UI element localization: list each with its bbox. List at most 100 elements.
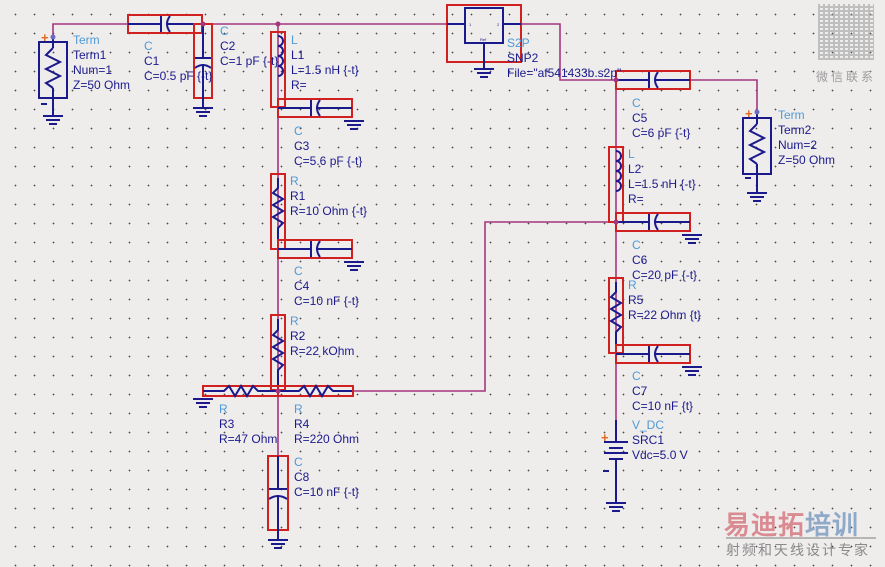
c4-param-0: C=10 nF {-t} <box>294 294 360 308</box>
r3-param-0: R=47 Ohm <box>219 432 278 446</box>
term1-param-0: Num=1 <box>73 63 113 77</box>
src1-symbol[interactable]: + <box>601 420 628 512</box>
l2-name: L2 <box>628 162 642 176</box>
c5-type: C <box>632 96 641 110</box>
snp2-ref-label: Ref <box>480 37 487 42</box>
term2-name: Term2 <box>778 123 812 137</box>
wire-c5-term2 <box>690 79 758 112</box>
term1-name: Term1 <box>73 48 107 62</box>
c3-type: C <box>294 124 303 138</box>
c3-symbol[interactable] <box>277 98 365 130</box>
l1-name: L1 <box>291 48 305 62</box>
plus-marker: + <box>41 30 49 45</box>
l2-type: L <box>628 147 635 161</box>
r4-name: R4 <box>294 417 310 431</box>
c6-label: C C6 C=20 pF {-t} <box>632 238 697 283</box>
wire-snp2-c5 <box>521 23 616 81</box>
l2-label: L L2 L=1.5 nH {-t} R= <box>628 147 696 207</box>
c1-label: C C1 C=0.5 pF {-t} <box>144 39 212 84</box>
r5-param-0: R=22 Ohm {t} <box>628 308 702 322</box>
snp2-name: SNP2 <box>507 51 539 65</box>
l1-label: L L1 L=1.5 nH {-t} R= <box>291 33 359 93</box>
wire-r4-right <box>352 221 616 392</box>
c4-label: C C4 C=10 nF {-t} <box>294 264 359 309</box>
c3-param-0: C=5.6 pF {-t} <box>294 154 363 168</box>
c8-symbol[interactable] <box>267 455 289 549</box>
l1-param-1: R= <box>291 78 307 92</box>
r2-param-0: R=22 kOhm <box>290 344 355 358</box>
r5-name: R5 <box>628 293 644 307</box>
c4-symbol[interactable] <box>277 239 365 271</box>
r1-name: R1 <box>290 189 306 203</box>
c8-type: C <box>294 455 303 469</box>
c8-label: C C8 C=10 nF {-t} <box>294 455 359 500</box>
c1-type: C <box>144 39 153 53</box>
c5-param-0: C=6 pF {-t} <box>632 126 691 140</box>
c6-name: C6 <box>632 253 648 267</box>
r5-type: R <box>628 278 637 292</box>
term1-param-1: Z=50 Ohm <box>73 78 131 92</box>
c2-symbol[interactable] <box>192 23 214 117</box>
c1-name: C1 <box>144 54 160 68</box>
c1-symbol[interactable] <box>127 14 203 34</box>
c2-label: C C2 C=1 pF {-t} <box>220 24 278 69</box>
r2-name: R2 <box>290 329 306 343</box>
c4-name: C4 <box>294 279 310 293</box>
c6-type: C <box>632 238 641 252</box>
r4-symbol[interactable] <box>277 384 354 398</box>
term1-symbol[interactable]: + <box>38 30 68 125</box>
l1-param-0: L=1.5 nH {-t} <box>291 63 359 77</box>
watermark-brand-part1: 易迪拓 <box>724 510 806 540</box>
r2-label: R R2 R=22 kOhm <box>290 314 354 359</box>
snp2-pin2-label: 2 <box>497 22 500 27</box>
src1-param-0: Vdc=5.0 V <box>632 448 688 462</box>
c7-label: C C7 C=10 nF {t} <box>632 369 693 414</box>
r1-label: R R1 R=10 Ohm {-t} <box>290 174 367 219</box>
snp2-symbol[interactable]: 1 2 Ref <box>446 4 522 78</box>
plus-marker: + <box>745 106 753 121</box>
c6-symbol[interactable] <box>615 212 703 244</box>
watermark-brand-part2: 培训 <box>805 510 860 540</box>
l1-type: L <box>291 33 298 47</box>
snp2-pin1-label: 1 <box>469 22 472 27</box>
term2-param-1: Z=50 Ohm <box>778 153 836 167</box>
term1-type: Term <box>73 33 100 47</box>
snp2-param-0: File="af541433b.s2p" <box>507 66 622 80</box>
c4-type: C <box>294 264 303 278</box>
c2-param-0: C=1 pF {-t} <box>220 54 279 68</box>
c1-param-0: C=0.5 pF {-t} <box>144 69 213 83</box>
term2-label: Term Term2 Num=2 Z=50 Ohm <box>778 108 835 168</box>
r4-label: R R4 R=220 Ohm <box>294 402 359 447</box>
c5-name: C5 <box>632 111 648 125</box>
r4-type: R <box>294 402 303 416</box>
junctions <box>50 21 760 394</box>
c2-type: C <box>220 24 229 38</box>
c2-name: C2 <box>220 39 236 53</box>
r4-param-0: R=220 Ohm <box>294 432 360 446</box>
qr-code-image <box>818 4 874 60</box>
c8-param-0: C=10 nF {-t} <box>294 485 360 499</box>
c3-label: C C3 C=5.6 pF {-t} <box>294 124 362 169</box>
r5-label: R R5 R=22 Ohm {t} <box>628 278 701 323</box>
c7-symbol[interactable] <box>615 344 703 376</box>
r1-type: R <box>290 174 299 188</box>
c5-symbol[interactable] <box>615 70 691 90</box>
src1-name: SRC1 <box>632 433 665 447</box>
l2-param-1: R= <box>628 192 644 206</box>
plus-marker: + <box>601 430 609 445</box>
watermark-divider <box>726 537 876 539</box>
qr-caption: 微信联系 <box>816 70 877 84</box>
term2-type: Term <box>778 108 805 122</box>
c7-param-0: C=10 nF {t} <box>632 399 694 413</box>
r3-type: R <box>219 402 228 416</box>
snp2-type: S2P <box>507 36 530 50</box>
c6-param-0: C=20 pF {-t} <box>632 268 698 282</box>
r3-label: R R3 R=47 Ohm <box>219 402 277 447</box>
src1-type: V_DC <box>632 418 665 432</box>
c8-name: C8 <box>294 470 310 484</box>
c7-type: C <box>632 369 641 383</box>
term2-symbol[interactable]: + <box>742 106 772 202</box>
term1-label: Term Term1 Num=1 Z=50 Ohm <box>73 33 130 93</box>
